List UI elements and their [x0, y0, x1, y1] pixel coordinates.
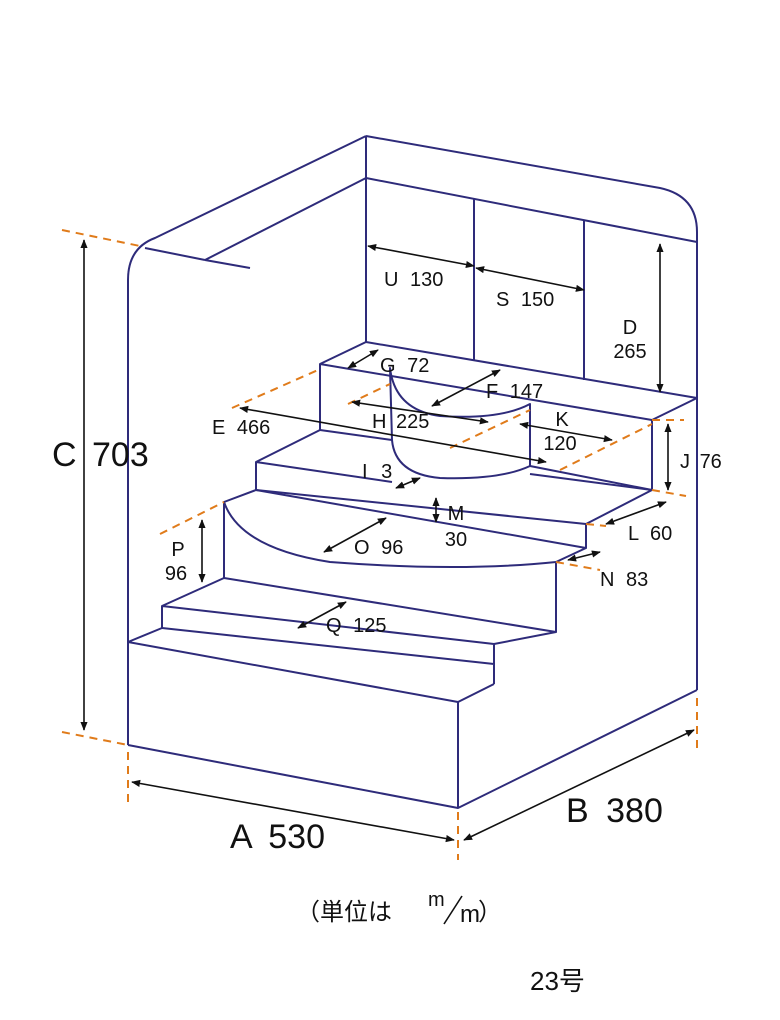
left-wall-short-line [204, 259, 251, 269]
dim-g-value: 72 [407, 355, 429, 377]
guide-p-top [159, 501, 225, 535]
guide-l [585, 523, 607, 527]
back-wall-top-line [365, 177, 698, 243]
dim-k-letter: K [555, 409, 569, 431]
dim-u-value: 130 [410, 269, 443, 291]
dim-c-value: 703 [92, 436, 149, 474]
arrow-i [395, 477, 421, 489]
top-platform-front-mid [529, 465, 653, 491]
dim-i-value: 3 [381, 461, 392, 483]
dim-k-value: 120 [543, 433, 576, 455]
dim-a-label: A 530 [230, 818, 325, 856]
dim-m-letter: M [448, 503, 465, 525]
dim-h-label: H 225 [372, 411, 429, 433]
dim-e-letter: E [212, 417, 225, 439]
guide-e-left [231, 369, 319, 409]
arrow-k [519, 421, 613, 443]
arrow-q [297, 601, 347, 629]
dim-l-letter: L [628, 523, 639, 545]
third-step-riser [223, 502, 557, 632]
unit-denominator: m [460, 901, 480, 928]
dim-b-letter: B [566, 792, 589, 830]
dim-q-letter: Q [326, 615, 342, 637]
dim-i-letter: I [362, 461, 368, 483]
dim-n-label: N 83 [600, 569, 648, 591]
dim-n-value: 83 [626, 569, 648, 591]
dim-a-value: 530 [268, 818, 325, 856]
dim-u-letter: U [384, 269, 398, 291]
guide-c-top [61, 229, 141, 247]
dim-b-value: 380 [606, 792, 663, 830]
dim-h-letter: H [372, 411, 386, 433]
enclosure-outline [127, 135, 698, 809]
top-edge [365, 135, 698, 690]
guide-lines [61, 229, 698, 860]
base-block [127, 627, 698, 809]
dim-f-letter: F [486, 381, 498, 403]
dim-h-value: 225 [396, 411, 429, 433]
unit-note: （単位は m m ） [296, 889, 502, 928]
dim-g-letter: G [380, 355, 396, 377]
unit-suffix: ） [478, 899, 502, 926]
dim-s-letter: S [496, 289, 509, 311]
dim-f-label: F 147 [486, 381, 543, 403]
dim-a-letter: A [230, 818, 253, 856]
dim-c-label: C 703 [52, 436, 149, 474]
dim-m-value: 30 [445, 529, 467, 551]
arrow-g [347, 349, 379, 369]
dim-f-value: 147 [510, 381, 543, 403]
dim-o-label: O 96 [354, 537, 403, 559]
guide-h-left [347, 383, 391, 405]
dim-e-label: E 466 [212, 417, 270, 439]
guide-n [555, 561, 601, 571]
unit-slash [443, 895, 463, 925]
arrow-e [239, 405, 547, 465]
arrow-s [475, 266, 585, 292]
guide-e-right [559, 423, 653, 471]
dim-o-value: 96 [381, 537, 403, 559]
model-number: 23号 [530, 966, 585, 996]
dim-q-value: 125 [353, 615, 386, 637]
left-wall-edge [127, 135, 367, 745]
arrow-a [131, 779, 455, 843]
left-wall-ledge [144, 247, 206, 261]
dimension-labels: C 703 A 530 B 380 U 130 S 150 D 265 G 72 [52, 269, 722, 856]
dim-p-value: 96 [165, 563, 187, 585]
dim-e-value: 466 [237, 417, 270, 439]
dim-q-label: Q 125 [326, 615, 387, 637]
dim-s-value: 150 [521, 289, 554, 311]
dim-j-letter: J [680, 451, 690, 473]
arrow-u [367, 243, 475, 269]
dim-g-label: G 72 [380, 355, 429, 377]
dim-o-letter: O [354, 537, 370, 559]
arrow-l [605, 501, 667, 525]
dim-d-value: 265 [613, 341, 646, 363]
dim-u-label: U 130 [384, 269, 443, 291]
guide-j-bottom [651, 489, 687, 497]
dim-l-value: 60 [650, 523, 672, 545]
arrow-b [463, 729, 695, 841]
dim-s-label: S 150 [496, 289, 554, 311]
dim-l-label: L 60 [628, 523, 672, 545]
left-wall-top-line [204, 177, 367, 261]
arrow-o [323, 517, 387, 553]
dimension-arrows [80, 239, 695, 843]
dim-p-letter: P [171, 539, 184, 561]
third-step [223, 489, 587, 568]
unit-numerator: m [428, 889, 445, 911]
guide-c-bottom [61, 731, 129, 746]
dim-i-label: I 3 [362, 461, 392, 483]
dim-c-letter: C [52, 436, 77, 474]
dim-d-letter: D [623, 317, 637, 339]
dim-b-label: B 380 [566, 792, 663, 830]
dim-n-letter: N [600, 569, 614, 591]
arrow-n [567, 550, 601, 562]
arrow-h [351, 399, 489, 425]
dim-j-value: 76 [700, 451, 722, 473]
dim-j-label: J 76 [680, 451, 722, 473]
unit-prefix: （単位は [296, 899, 392, 926]
